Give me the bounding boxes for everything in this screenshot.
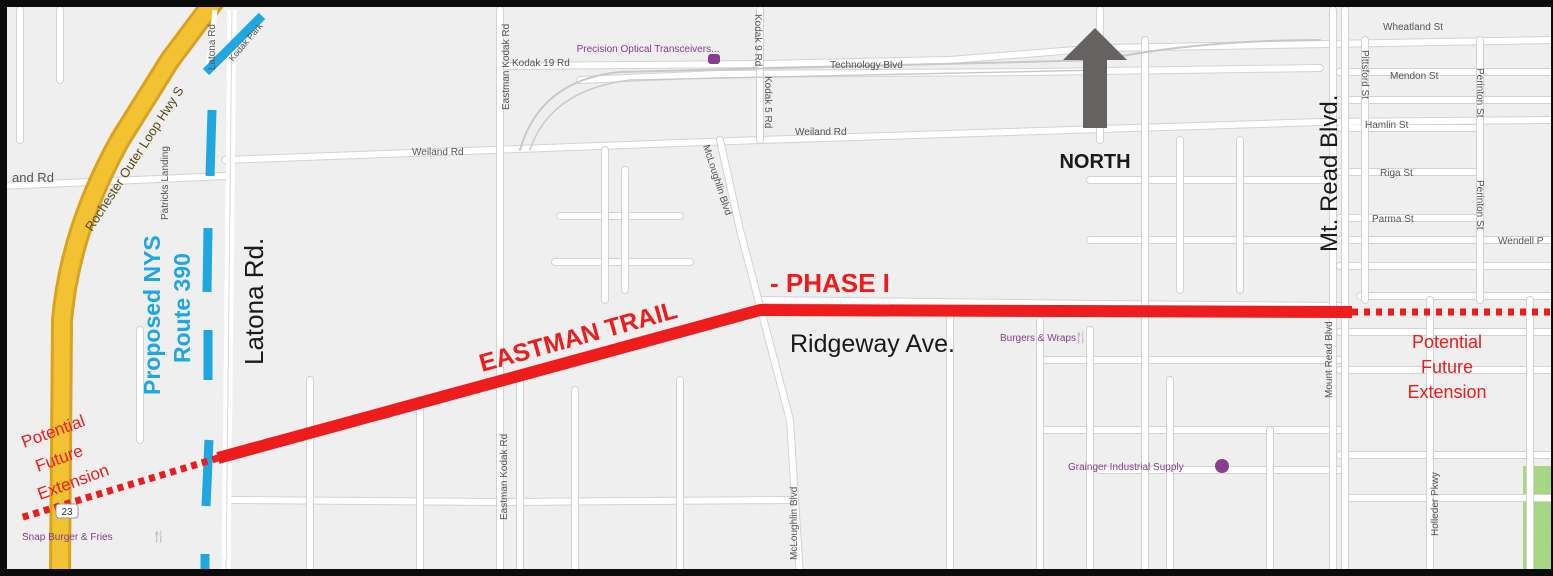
kodak-9-rd-label: Kodak 9 Rd bbox=[752, 14, 763, 66]
phase-1-label: - PHASE I bbox=[770, 268, 890, 298]
eastman-kodak-rd-bottom-label: Eastman Kodak Rd bbox=[499, 434, 510, 520]
proposed-route-390-line bbox=[200, 12, 266, 576]
highway-ramp bbox=[205, 9, 218, 71]
railway-2 bbox=[529, 69, 1101, 151]
ridgeway-ave-label: Ridgeway Ave. bbox=[790, 330, 955, 358]
proposed-nys-label: Proposed NYS bbox=[139, 235, 165, 395]
eastman-trail-phase-1 bbox=[216, 304, 1353, 464]
kodak-5-rd-label: Kodak 5 Rd bbox=[762, 76, 773, 128]
snap-burger-label: Snap Burger & Fries bbox=[22, 532, 113, 543]
future-extension-left-line bbox=[18, 454, 220, 522]
hamlin-st-label: Hamlin St bbox=[1365, 120, 1409, 131]
riga-st-label: Riga St bbox=[1380, 168, 1413, 179]
mendon-st-label: Mendon St bbox=[1390, 71, 1439, 82]
eastman-kodak-rd-top-label: Eastman Kodak Rd bbox=[501, 24, 512, 110]
technology-blvd-label: Technology Blvd bbox=[830, 60, 903, 71]
store-icon bbox=[1215, 459, 1229, 473]
perinton-st-mid-label: Perinton St bbox=[1474, 180, 1485, 230]
precision-optical-label: Precision Optical Transceivers... bbox=[577, 44, 720, 55]
grainger-label: Grainger Industrial Supply bbox=[1068, 462, 1184, 473]
wheatland-st-label: Wheatland St bbox=[1383, 22, 1443, 33]
future-extension-right-line1: Potential bbox=[1412, 332, 1482, 352]
route-shield-label: 23 bbox=[61, 507, 73, 518]
mt-read-blvd-label: Mt. Read Blvd. bbox=[1316, 95, 1343, 252]
restaurant-icon: 🍴 bbox=[1074, 331, 1088, 344]
pittsford-st-label: Pittsford St bbox=[1359, 50, 1370, 99]
weiland-rd-right-label: Weiland Rd bbox=[795, 127, 847, 138]
future-extension-right-line2: Future bbox=[1421, 357, 1473, 377]
burgers-wraps-label: Burgers & Wraps bbox=[1000, 333, 1076, 344]
patricks-landing-label: Patricks Landing bbox=[160, 146, 171, 220]
wendell-label: Wendell P bbox=[1498, 236, 1544, 247]
future-extension-right-line3: Extension bbox=[1407, 382, 1486, 402]
and-rd-label: and Rd bbox=[12, 170, 54, 185]
latona-road-edge bbox=[225, 9, 233, 576]
route-390-label: Route 390 bbox=[169, 253, 195, 363]
route-23-shield-icon: 23 bbox=[55, 503, 79, 519]
outer-loop-highway bbox=[52, 0, 222, 576]
latona-rd-small-label: Latona Rd bbox=[207, 24, 218, 70]
latona-rd-label: Latona Rd. bbox=[239, 238, 269, 365]
restaurant-icon-2: 🍴 bbox=[152, 530, 166, 543]
perinton-st-top-label: Perinton St bbox=[1474, 68, 1485, 118]
shopping-icon bbox=[708, 54, 720, 64]
kodak-19-rd-label: Kodak 19 Rd bbox=[512, 58, 570, 69]
parma-st-label: Parma St bbox=[1372, 214, 1414, 225]
precision-optical-line-1: Precision Optical Transceivers... bbox=[577, 44, 720, 55]
mount-read-blvd-label: Mount Read Blvd bbox=[1324, 321, 1335, 398]
weiland-rd-left-label: Weiland Rd bbox=[412, 147, 464, 158]
north-arrow-icon bbox=[1063, 28, 1127, 128]
vertical-roads-fill bbox=[17, 7, 1533, 576]
holleder-pkwy-label: Holleder Pkwy bbox=[1430, 472, 1441, 536]
minor-roads-fill bbox=[0, 37, 1553, 506]
north-label: NORTH bbox=[1059, 151, 1130, 173]
mcloughlin-blvd-bottom-label: McLoughlin Blvd bbox=[789, 487, 800, 560]
